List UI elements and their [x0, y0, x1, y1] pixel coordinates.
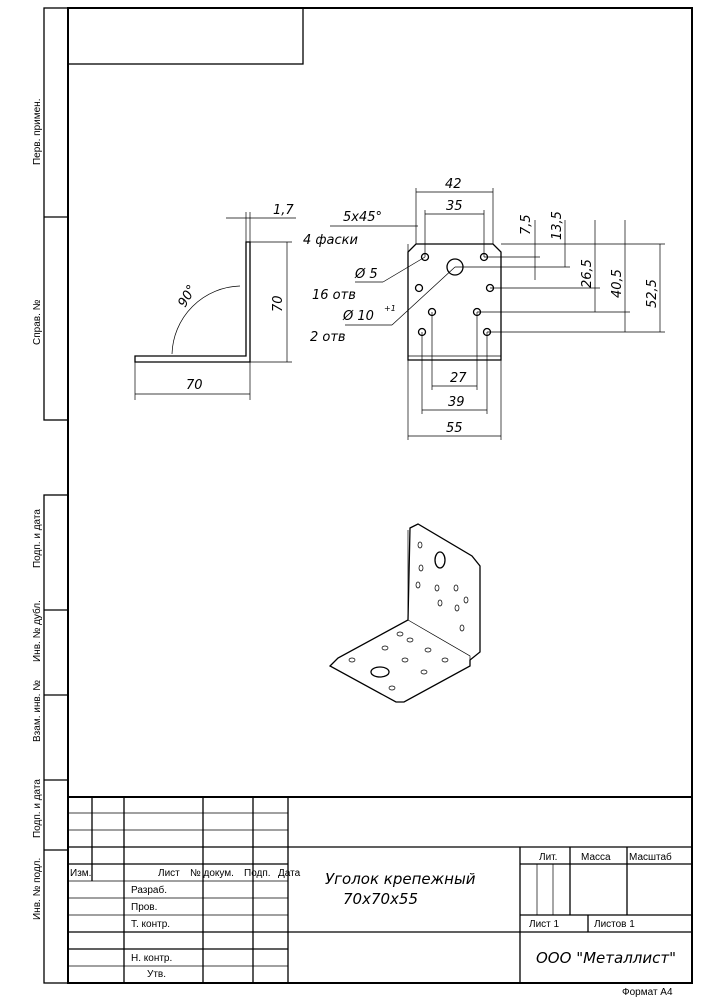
- dim-width: 70: [186, 378, 203, 393]
- large-hole-label: Ø 10: [342, 309, 374, 324]
- dim-42: 42: [445, 177, 462, 192]
- sidebar-label: Инв. № дубл.: [31, 600, 43, 662]
- small-hole-label: Ø 5: [354, 267, 378, 282]
- row-nkontr: Н. контр.: [131, 953, 172, 964]
- chamfer-count: 4 фаски: [303, 233, 358, 248]
- drawing-frame: [67, 7, 693, 984]
- sidebar-label: Подп. и дата: [32, 509, 43, 568]
- col-izm: Изм.: [70, 868, 91, 879]
- dim-35: 35: [446, 199, 463, 214]
- sidebar: [43, 7, 69, 984]
- large-hole-count: 2 отв: [310, 330, 346, 345]
- dim-55: 55: [446, 421, 463, 436]
- small-hole-count: 16 отв: [312, 288, 356, 303]
- col-doc-no: № докум.: [190, 868, 234, 879]
- col-list: Лист: [158, 868, 180, 879]
- col-date: Дата: [278, 868, 301, 879]
- side-view: 1,7 70 70 90°: [134, 203, 296, 400]
- format-label: Формат А4: [622, 987, 673, 998]
- dim-40-5: 40,5: [610, 269, 625, 298]
- row-utv: Утв.: [147, 969, 166, 980]
- col-sign: Подп.: [244, 868, 271, 879]
- dim-39: 39: [448, 395, 465, 410]
- holes: [414, 252, 495, 337]
- sidebar-label: Подп. и дата: [32, 779, 43, 838]
- isometric-view: [328, 523, 481, 703]
- part-title: Уголок крепежный: [325, 870, 476, 888]
- sidebar-label: Перв. примен.: [32, 99, 43, 165]
- sheet-count: Листов 1: [594, 919, 635, 930]
- chamfer-label: 5x45°: [343, 210, 382, 225]
- scale-header: Масштаб: [629, 851, 672, 863]
- large-hole-tolerance: +1: [384, 304, 396, 313]
- part-size: 70x70x55: [343, 890, 418, 908]
- front-view: 42 35 5x45° 4 фаски Ø 5 16 отв Ø 10 +1 2…: [303, 177, 665, 440]
- dim-7-5: 7,5: [519, 214, 534, 235]
- top-left-box: [67, 7, 304, 65]
- row-razrab: Разраб.: [131, 884, 167, 896]
- title-block: Изм. Лист № докум. Подп. Дата Разраб. Пр…: [68, 796, 692, 998]
- row-prov: Пров.: [131, 902, 157, 913]
- row-tkontr: Т. контр.: [131, 919, 170, 930]
- dim-13-5: 13,5: [550, 211, 565, 240]
- sidebar-label: Справ. №: [32, 299, 43, 345]
- dim-height: 70: [271, 295, 286, 312]
- company-name: ООО "Металлист": [536, 949, 676, 967]
- sidebar-label: Инв. № подл.: [32, 858, 43, 920]
- lit-header: Лит.: [539, 852, 557, 863]
- dim-26-5: 26,5: [580, 259, 595, 288]
- dim-thickness: 1,7: [273, 203, 294, 218]
- dim-27: 27: [450, 371, 467, 386]
- dim-angle: 90°: [175, 283, 200, 310]
- sheet-number: Лист 1: [529, 919, 560, 930]
- sidebar-label: Взам. инв. №: [32, 680, 43, 742]
- dim-52-5: 52,5: [645, 279, 660, 308]
- mass-header: Масса: [581, 852, 611, 863]
